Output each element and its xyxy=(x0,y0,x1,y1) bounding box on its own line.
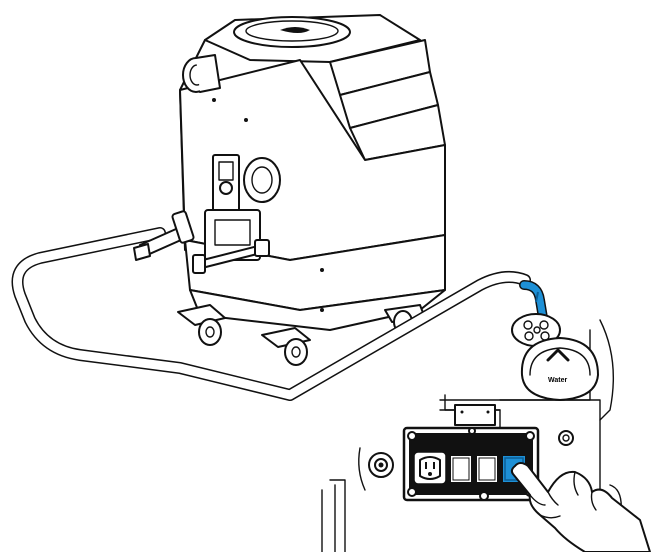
caster-wheel-center xyxy=(261,327,311,366)
hose-icon xyxy=(11,210,531,401)
power-outlet-icon xyxy=(413,451,447,485)
knob-label: Water xyxy=(548,377,567,384)
rocker-switch-icon[interactable] xyxy=(449,454,473,484)
rocker-switch-middle[interactable] xyxy=(475,454,499,484)
water-knob: Water xyxy=(520,337,599,401)
caster-wheel-left xyxy=(177,304,226,346)
pointing-hand-icon xyxy=(510,462,651,552)
extractor-machine-icon xyxy=(177,14,446,366)
water-connector-icon xyxy=(511,280,561,347)
hose-connector-knob xyxy=(368,452,394,478)
